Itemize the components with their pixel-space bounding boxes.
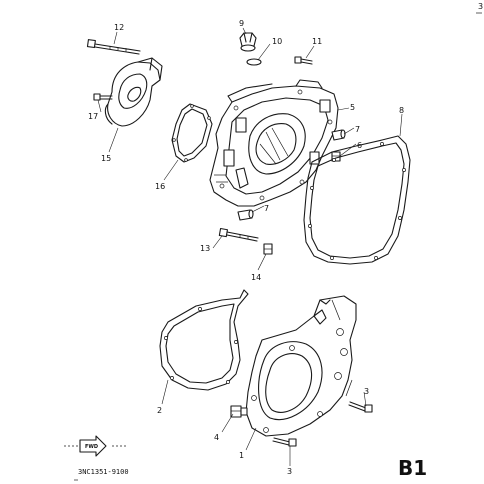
callout-7-upper: 7 xyxy=(355,125,360,134)
callout-3-upper: 3 xyxy=(364,387,369,396)
fwd-label: FWD xyxy=(85,444,98,450)
callout-2: 2 xyxy=(157,406,162,415)
corner-mark: 3 xyxy=(478,2,483,11)
part-code: 3NC1351-9100 xyxy=(78,468,129,476)
plug-4 xyxy=(230,405,248,418)
bolt-11 xyxy=(294,56,313,65)
callout-5: 5 xyxy=(350,103,355,112)
bolt-12 xyxy=(86,39,141,55)
bracket-15 xyxy=(104,57,163,127)
dowel-pin-7-lower xyxy=(237,209,254,221)
page-label: B1 xyxy=(398,456,427,480)
callout-15: 15 xyxy=(101,154,111,163)
bolt-13 xyxy=(218,227,259,242)
callout-3-lower: 3 xyxy=(287,467,292,476)
callout-6: 6 xyxy=(357,141,362,150)
fwd-arrow-icon: FWD xyxy=(64,435,126,457)
gasket-8 xyxy=(303,135,411,265)
callout-13: 13 xyxy=(200,244,210,253)
callout-4: 4 xyxy=(214,433,219,442)
callout-12: 12 xyxy=(114,23,124,32)
callout-17: 17 xyxy=(88,112,98,121)
washer-14 xyxy=(263,243,273,255)
callout-16: 16 xyxy=(155,182,165,191)
bolt-17 xyxy=(93,93,113,101)
o-ring-10 xyxy=(246,58,262,66)
crankcase-cover-5 xyxy=(209,79,339,207)
callout-7-lower: 7 xyxy=(264,204,269,213)
gasket-16 xyxy=(171,103,213,163)
dowel-pin-7-upper xyxy=(331,129,346,141)
callout-10: 10 xyxy=(272,37,282,46)
gasket-2 xyxy=(159,289,249,391)
bolt-3-lower xyxy=(272,437,297,447)
bolt-3-upper xyxy=(348,401,373,413)
filler-cap-9 xyxy=(239,32,257,52)
stator-cover-1 xyxy=(245,295,357,437)
callout-8: 8 xyxy=(399,106,404,115)
callout-11: 11 xyxy=(312,37,322,46)
callout-9: 9 xyxy=(239,19,244,28)
callout-1: 1 xyxy=(239,451,244,460)
callout-14: 14 xyxy=(251,273,261,282)
leader-lines xyxy=(97,27,403,466)
